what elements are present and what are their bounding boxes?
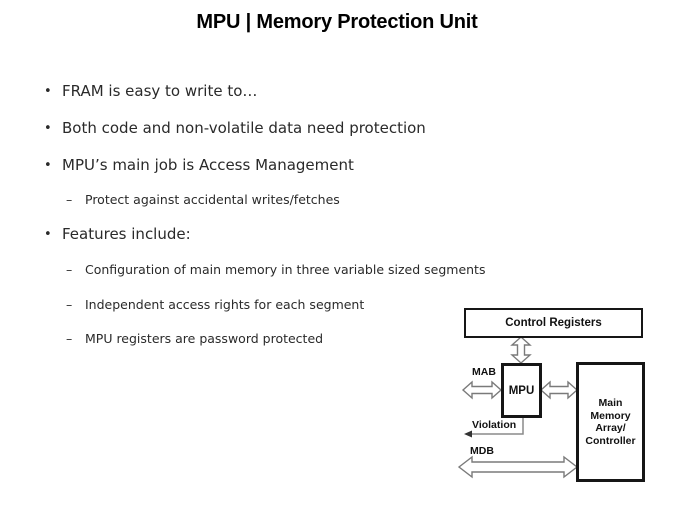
bullet-item: • MPU’s main job is Access Management xyxy=(0,156,655,175)
bullet-text: Independent access rights for each segme… xyxy=(85,297,365,312)
bullet-text: Both code and non-volatile data need pro… xyxy=(62,119,426,137)
control-registers-label: Control Registers xyxy=(505,317,602,329)
bullet-text: FRAM is easy to write to… xyxy=(62,82,258,100)
mpu-label: MPU xyxy=(508,384,535,397)
mdb-arrow-icon xyxy=(457,455,579,479)
bullet-text: Configuration of main memory in three va… xyxy=(85,262,486,277)
mdb-label: MDB xyxy=(470,445,494,457)
bullet-text: MPU registers are password protected xyxy=(85,331,324,346)
mab-arrow-icon xyxy=(461,380,503,400)
main-memory-box: Main Memory Array/ Controller xyxy=(576,362,645,482)
bullet-text: Features include: xyxy=(62,225,191,243)
sub-bullet-item: – Configuration of main memory in three … xyxy=(0,262,655,278)
bullet-item: • Features include: xyxy=(0,225,655,244)
sub-bullet-item: – Protect against accidental writes/fetc… xyxy=(0,192,655,208)
mpu-box: MPU xyxy=(501,363,542,418)
control-registers-mpu-arrow-icon xyxy=(510,336,532,364)
bullet-marker: • xyxy=(44,121,52,136)
violation-line xyxy=(472,417,524,435)
dash-marker: – xyxy=(66,297,73,312)
mab-label: MAB xyxy=(472,366,496,378)
control-registers-box: Control Registers xyxy=(464,308,643,338)
bullet-marker: • xyxy=(44,227,52,242)
bullet-marker: • xyxy=(44,84,52,99)
bullet-text: Protect against accidental writes/fetche… xyxy=(85,192,340,207)
violation-arrowhead-icon xyxy=(464,430,472,438)
bullet-text: MPU’s main job is Access Management xyxy=(62,156,354,174)
violation-label: Violation xyxy=(472,419,517,431)
sub-bullet-item: – Independent access rights for each seg… xyxy=(0,297,655,313)
main-memory-label-line: Memory xyxy=(590,409,631,422)
mpu-block-diagram-arrows xyxy=(457,336,579,479)
main-memory-label-line: Controller xyxy=(585,434,636,447)
dash-marker: – xyxy=(66,192,73,207)
dash-marker: – xyxy=(66,331,73,346)
dash-marker: – xyxy=(66,262,73,277)
bullet-marker: • xyxy=(44,158,52,173)
mpu-memory-arrow-icon xyxy=(539,380,579,400)
main-memory-label-line: Array/ xyxy=(595,422,626,434)
main-memory-label-line: Main xyxy=(598,397,623,409)
slide-title: MPU | Memory Protection Unit xyxy=(196,11,478,33)
bullet-item: • FRAM is easy to write to… xyxy=(0,82,655,101)
sub-bullet-item: – MPU registers are password protected xyxy=(0,331,655,347)
bullet-item: • Both code and non-volatile data need p… xyxy=(0,119,655,138)
